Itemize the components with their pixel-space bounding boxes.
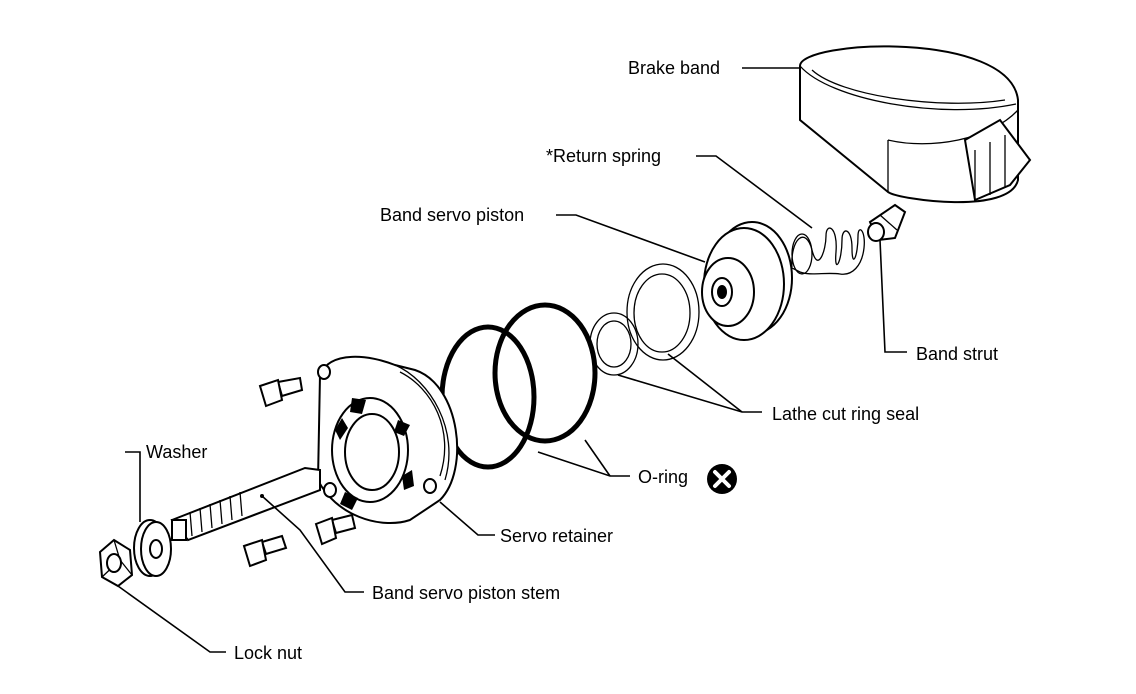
o-ring-large-part bbox=[492, 302, 598, 444]
washer-part bbox=[133, 519, 172, 577]
return-spring-part bbox=[791, 227, 865, 275]
band-strut-part bbox=[867, 203, 907, 242]
bolt-lower-left-part bbox=[242, 534, 288, 568]
label-band-servo-piston-stem: Band servo piston stem bbox=[372, 583, 560, 603]
label-band-strut: Band strut bbox=[916, 344, 998, 364]
label-band-servo-piston: Band servo piston bbox=[380, 205, 524, 225]
band-servo-piston-stem-part bbox=[170, 466, 321, 542]
circled-x-icon bbox=[707, 464, 737, 494]
label-o-ring: O-ring bbox=[638, 467, 688, 487]
servo-retainer-part bbox=[316, 355, 459, 525]
label-lathe-cut-ring-seal: Lathe cut ring seal bbox=[772, 404, 919, 424]
bolt-upper-part bbox=[258, 376, 304, 408]
lock-nut-part bbox=[98, 538, 134, 588]
band-servo-piston-part bbox=[701, 221, 793, 341]
label-washer: Washer bbox=[146, 442, 207, 462]
brake-band-part bbox=[799, 45, 1032, 204]
label-return-spring: *Return spring bbox=[546, 146, 661, 166]
leader-lines bbox=[117, 67, 907, 653]
label-brake-band: Brake band bbox=[628, 58, 720, 78]
label-servo-retainer: Servo retainer bbox=[500, 526, 613, 546]
label-lock-nut: Lock nut bbox=[234, 643, 302, 663]
bolt-lower-right-part bbox=[314, 513, 357, 546]
lathe-cut-ring-seal-large-part bbox=[626, 263, 700, 361]
